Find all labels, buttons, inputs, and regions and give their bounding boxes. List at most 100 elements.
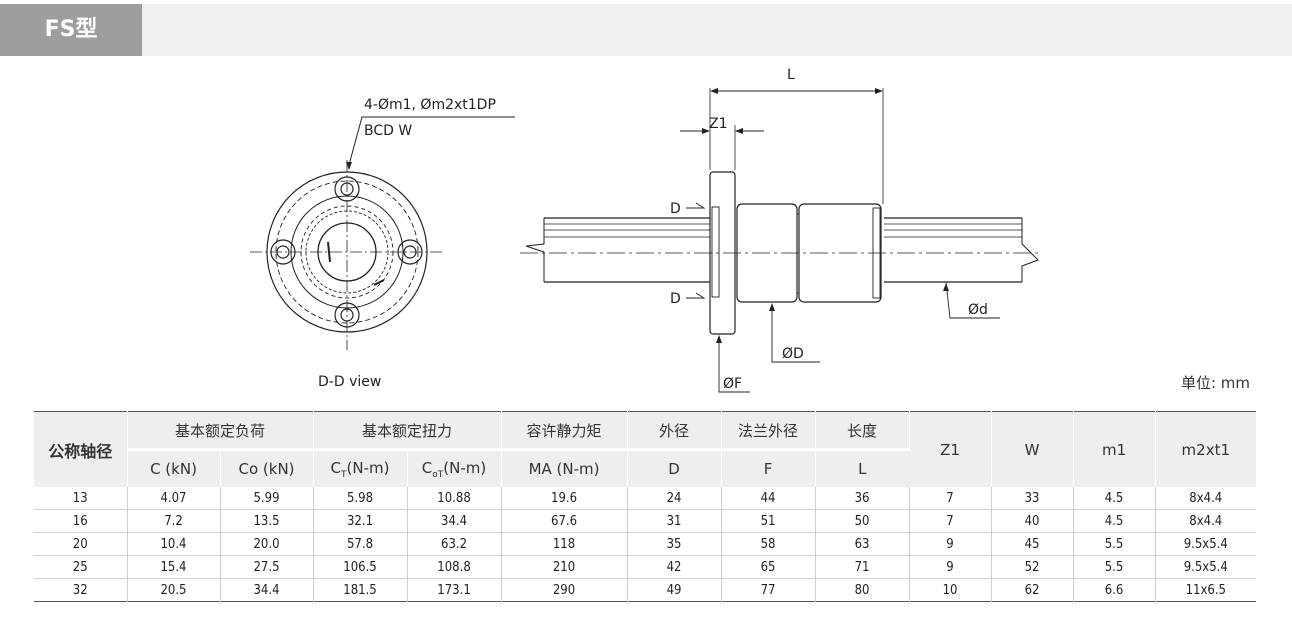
table-cell: 8x4.4 — [1189, 513, 1223, 529]
flange-dia-header: 法兰外径 — [721, 411, 816, 451]
table-cell: 15.4 — [127, 555, 221, 579]
technical-drawing: 4-Øm1, Øm2xt1DP BCD W D-D view — [250, 67, 1040, 393]
table-cell: 20 — [34, 532, 128, 556]
table-cell: 63.2 — [407, 532, 502, 556]
table-cell: 42 — [627, 555, 722, 579]
table-cell: 80 — [815, 578, 910, 602]
dim-arrow-icon — [875, 88, 883, 94]
table-cell: 45 — [991, 532, 1074, 556]
table-cell: 52 — [991, 555, 1074, 579]
ct-subheader: CT(N-m) — [313, 449, 408, 487]
header-band — [0, 4, 1292, 56]
table-cell: 62 — [991, 578, 1074, 602]
m1-header: m1 — [1073, 411, 1156, 487]
table-cell: 35 — [627, 532, 722, 556]
table-cell: 32.1 — [313, 509, 408, 533]
dim-arrow-icon — [702, 128, 710, 134]
table-cell: 77 — [721, 578, 816, 602]
table-header: 公称轴径 基本额定负荷 基本额定扭力 容许静力矩 外径 法兰外径 长度 Z1 W… — [34, 411, 1257, 487]
table-cell: 44 — [721, 487, 816, 510]
spec-table: 公称轴径 基本额定负荷 基本额定扭力 容许静力矩 外径 法兰外径 长度 Z1 W… — [34, 411, 1257, 602]
side-view — [520, 88, 1040, 393]
table-cell: 6.6 — [1073, 578, 1156, 602]
view-label: D-D view — [318, 374, 381, 390]
model-type-title: FS型 — [0, 4, 142, 56]
shaft-dia-label: Ød — [968, 302, 988, 318]
table-cell: 9.5x5.4 — [1183, 536, 1228, 552]
w-header: W — [991, 411, 1074, 487]
c-subheader: C (kN) — [127, 449, 221, 487]
leader-arrow-icon — [769, 303, 775, 311]
table-cell: 40 — [991, 509, 1074, 533]
table-cell: 5.99 — [220, 487, 314, 510]
table-cell: 8x4.4 — [1189, 490, 1223, 506]
cot-subheader: CoT(N-m) — [407, 449, 502, 487]
front-view — [250, 116, 515, 350]
table-cell: 181.5 — [313, 578, 408, 602]
table-cell: 34.4 — [407, 509, 502, 533]
table-cell: 57.8 — [313, 532, 408, 556]
dynamic-load-header: 基本额定负荷 — [127, 411, 314, 451]
table-cell: 7.2 — [127, 509, 221, 533]
table-cell: 34.4 — [220, 578, 314, 602]
f-subheader: F — [721, 449, 816, 487]
table-cell: 50 — [815, 509, 910, 533]
table-cell: 24 — [627, 487, 722, 510]
nut-dia-label: ØD — [782, 346, 804, 362]
nominal-dia-header: 公称轴径 — [34, 411, 128, 487]
table-cell: 63 — [815, 532, 910, 556]
table-cell: 58 — [721, 532, 816, 556]
table-cell: 7 — [909, 509, 992, 533]
leader-arrow-icon — [716, 335, 722, 343]
table-cell: 290 — [501, 578, 628, 602]
bcd-label: BCD W — [364, 123, 412, 139]
table-cell: 10 — [909, 578, 992, 602]
table-cell: 108.8 — [407, 555, 502, 579]
hole-spec-label: 4-Øm1, Øm2xt1DP — [364, 97, 496, 113]
table-cell: 210 — [501, 555, 628, 579]
m2xt1-header: m2xt1 — [1155, 411, 1257, 487]
torque-header: 基本额定扭力 — [313, 411, 502, 451]
table-cell: 9 — [909, 555, 992, 579]
static-moment-header: 容许静力矩 — [501, 411, 628, 451]
table-cell: 31 — [627, 509, 722, 533]
dim-arrow-icon — [710, 88, 718, 94]
table-cell: 173.1 — [407, 578, 502, 602]
l-subheader: L — [815, 449, 910, 487]
table-cell: 33 — [991, 487, 1074, 510]
d-subheader: D — [627, 449, 722, 487]
table-cell: 10.88 — [407, 487, 502, 510]
table-cell: 7 — [909, 487, 992, 510]
table-cell: 4.07 — [127, 487, 221, 510]
flange-dia-label: ØF — [723, 376, 742, 392]
table-cell: 106.5 — [313, 555, 408, 579]
table-cell: 11x6.5 — [1185, 582, 1226, 598]
table-cell: 9 — [909, 532, 992, 556]
section-label-top: D — [670, 201, 681, 217]
table-cell: 5.98 — [313, 487, 408, 510]
table-cell: 20.0 — [220, 532, 314, 556]
table-cell: 16 — [34, 509, 128, 533]
table-cell: 4.5 — [1073, 509, 1156, 533]
table-cell: 19.6 — [501, 487, 628, 510]
table-cell: 65 — [721, 555, 816, 579]
dim-arrow-icon — [735, 128, 743, 134]
leader-arrow-icon — [943, 283, 949, 291]
outer-dia-header: 外径 — [627, 411, 722, 451]
table-cell: 25 — [34, 555, 128, 579]
table-cell: 71 — [815, 555, 910, 579]
z1-header: Z1 — [909, 411, 992, 487]
length-header: 长度 — [815, 411, 910, 451]
table-cell: 49 — [627, 578, 722, 602]
table-cell: 27.5 — [220, 555, 314, 579]
ma-subheader: MA (N-m) — [501, 449, 628, 487]
table-cell: 5.5 — [1073, 555, 1156, 579]
unit-label: 单位: mm — [1180, 374, 1250, 392]
table-cell: 4.5 — [1073, 487, 1156, 510]
table-cell: 10.4 — [127, 532, 221, 556]
